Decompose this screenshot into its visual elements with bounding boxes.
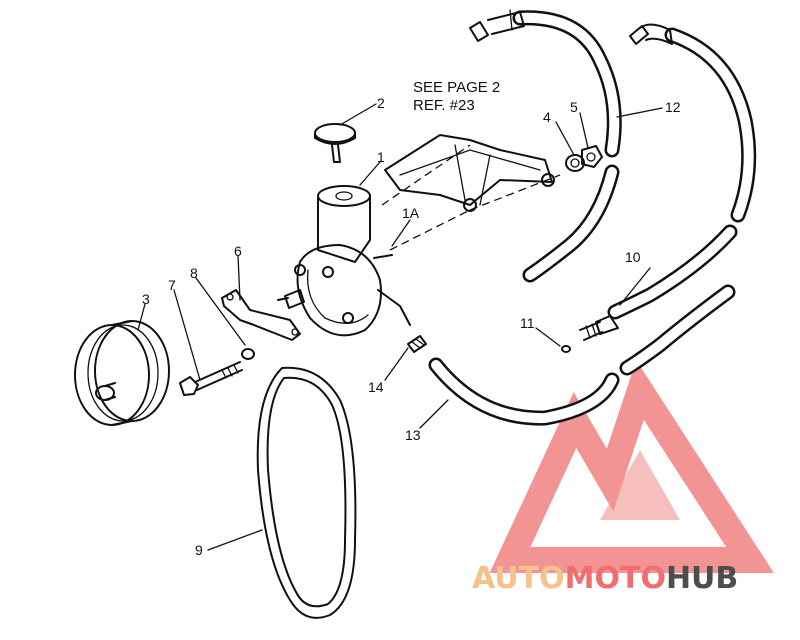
callout-2: 2 (377, 95, 385, 111)
hose-13 (428, 357, 620, 426)
callout-12: 12 (665, 99, 681, 115)
callout-3: 3 (142, 291, 150, 307)
return-hose (629, 23, 757, 223)
drive-belt (256, 366, 357, 619)
callout-7: 7 (168, 277, 176, 293)
cooler-hose (561, 224, 738, 376)
bolt (179, 361, 243, 396)
callout-11: 11 (520, 315, 535, 331)
lock-washer (241, 348, 255, 360)
note-line-2: REF. #23 (413, 97, 475, 114)
callout-13: 13 (405, 427, 421, 443)
callout-1a: 1A (402, 205, 420, 221)
callout-labels: 1 1A 2 3 4 5 6 7 8 9 10 11 12 13 14 (142, 95, 681, 558)
fitting (407, 335, 427, 353)
reference-note: SEE PAGE 2 REF. #23 (413, 79, 500, 114)
pressure-hose (469, 9, 622, 283)
watermark-hub: HUB (666, 561, 738, 596)
reservoir-cap (314, 123, 356, 163)
watermark-logo-icon (489, 360, 774, 573)
callout-5: 5 (570, 99, 578, 115)
nut-5 (581, 145, 603, 168)
callout-8: 8 (190, 265, 198, 281)
callout-1: 1 (377, 149, 385, 165)
watermark-moto: MOTO (565, 561, 666, 596)
callout-14: 14 (368, 379, 384, 395)
callout-9: 9 (195, 542, 203, 558)
callout-10: 10 (625, 249, 641, 265)
watermark-text: AUTOMOTOHUB (472, 561, 738, 596)
adjusting-bracket (221, 289, 301, 341)
callout-leaders (137, 103, 663, 551)
nut-4 (565, 154, 585, 172)
watermark-auto: AUTO (472, 561, 565, 596)
callout-4: 4 (543, 109, 551, 125)
callout-6: 6 (234, 243, 242, 259)
note-line-1: SEE PAGE 2 (413, 79, 500, 96)
pulley (74, 320, 170, 426)
mounting-bracket (381, 134, 561, 251)
power-steering-pump (277, 185, 411, 337)
